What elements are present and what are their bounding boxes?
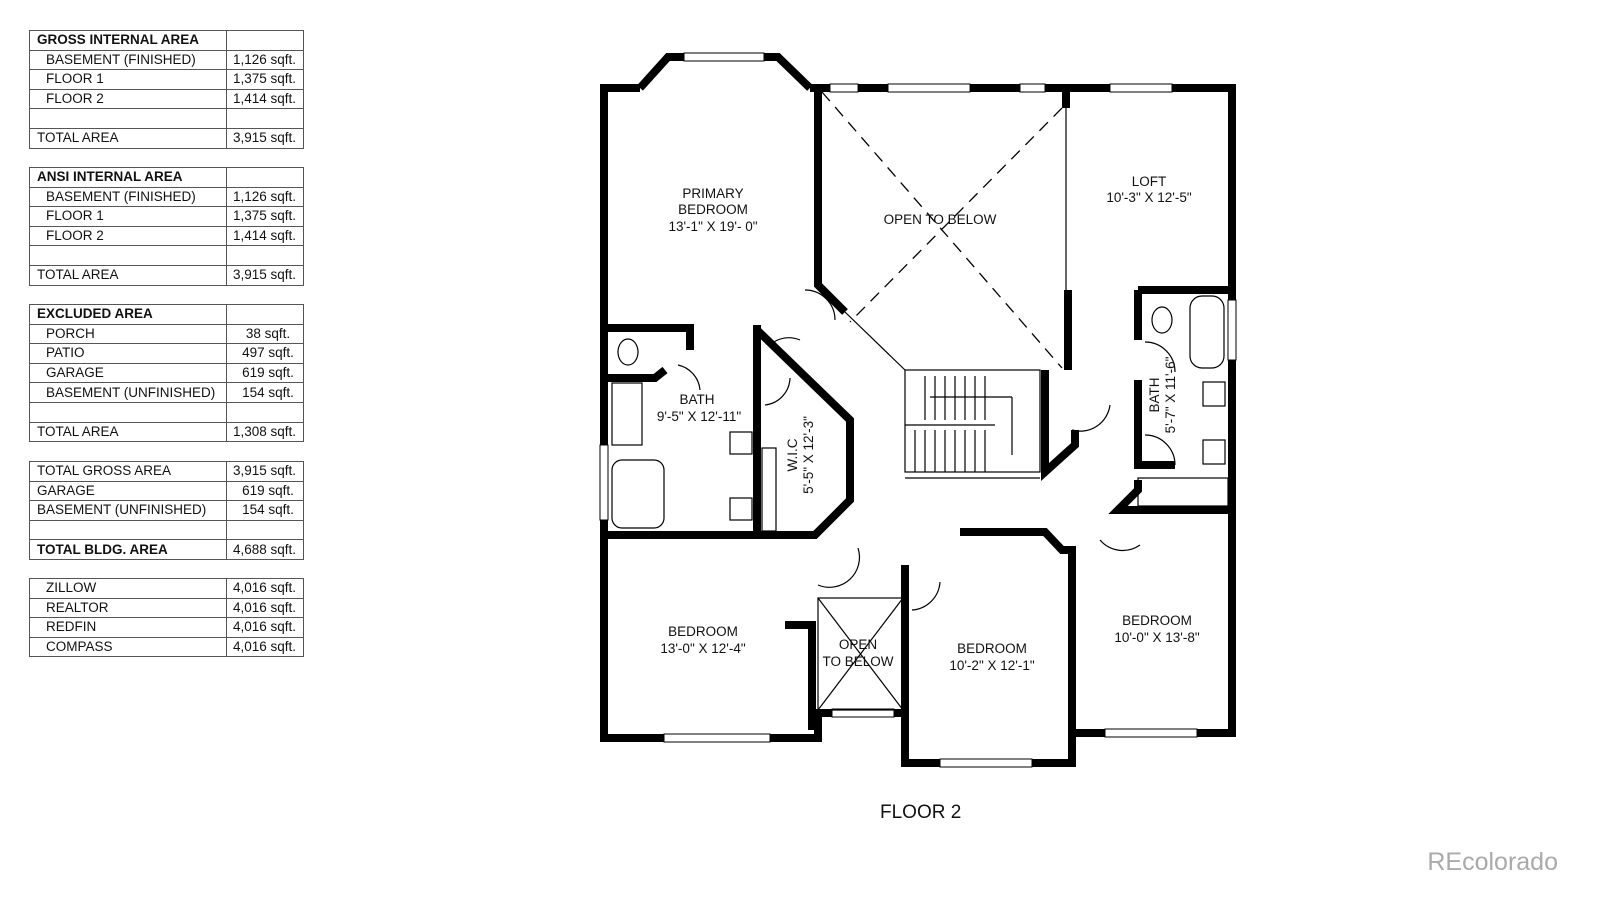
- gross-internal-area-table: GROSS INTERNAL AREA BASEMENT (FINISHED)1…: [29, 30, 304, 149]
- svg-text:BATH: BATH: [1147, 377, 1162, 412]
- windows: [599, 52, 1237, 768]
- svg-text:LOFT: LOFT: [1132, 174, 1167, 189]
- table-row: BASEMENT (FINISHED)1,126 sqft.: [29, 49, 304, 71]
- svg-text:TO BELOW: TO BELOW: [822, 654, 893, 669]
- room-hall-bath: BATH 5'-7" X 11'-6": [1147, 356, 1178, 433]
- floor-title: FLOOR 2: [880, 802, 962, 823]
- room-open-to-below: OPEN TO BELOW: [884, 212, 997, 227]
- room-wic: W.I.C 5'-5" X 12'-3": [785, 416, 816, 494]
- svg-text:BEDROOM: BEDROOM: [678, 202, 748, 217]
- stairs: [905, 376, 1013, 472]
- svg-text:BEDROOM: BEDROOM: [668, 624, 738, 639]
- room-open-to-below-small: OPEN TO BELOW: [822, 637, 893, 669]
- svg-text:W.I.C: W.I.C: [785, 438, 800, 471]
- table-title: ANSI INTERNAL AREA: [29, 167, 227, 188]
- interior-thin-lines: [611, 108, 1229, 711]
- room-bedroom-right: BEDROOM 10'-0" X 13'-8": [1114, 613, 1199, 645]
- svg-text:13'-1" X 19'- 0": 13'-1" X 19'- 0": [668, 219, 757, 234]
- ansi-internal-area-table: ANSI INTERNAL AREA BASEMENT (FINISHED)1,…: [29, 167, 304, 286]
- svg-text:10'-2" X 12'-1": 10'-2" X 12'-1": [949, 658, 1034, 673]
- svg-text:BEDROOM: BEDROOM: [1122, 613, 1192, 628]
- svg-text:5'-7" X 11'-6": 5'-7" X 11'-6": [1163, 356, 1178, 433]
- door-swings: [677, 289, 1176, 611]
- room-bedroom-middle: BEDROOM 10'-2" X 12'-1": [949, 641, 1034, 673]
- svg-text:5'-5" X 12'-3": 5'-5" X 12'-3": [801, 416, 816, 494]
- svg-text:PRIMARY: PRIMARY: [682, 186, 743, 201]
- room-primary-bath: BATH 9'-5" X 12'-11": [657, 392, 741, 424]
- svg-text:9'-5" X 12'-11": 9'-5" X 12'-11": [657, 409, 741, 424]
- svg-text:10'-0" X 13'-8": 10'-0" X 13'-8": [1114, 630, 1199, 645]
- svg-text:BEDROOM: BEDROOM: [957, 641, 1027, 656]
- svg-text:13'-0" X 12'-4": 13'-0" X 12'-4": [660, 641, 745, 656]
- svg-text:OPEN: OPEN: [839, 637, 877, 652]
- room-primary-bedroom: PRIMARY BEDROOM 13'-1" X 19'- 0": [668, 186, 757, 234]
- svg-text:10'-3" X 12'-5": 10'-3" X 12'-5": [1106, 190, 1191, 205]
- room-bedroom-left: BEDROOM 13'-0" X 12'-4": [660, 624, 745, 656]
- svg-text:BATH: BATH: [679, 392, 714, 407]
- room-loft: LOFT 10'-3" X 12'-5": [1106, 174, 1191, 205]
- interior-walls: [604, 88, 1232, 733]
- table-row: [29, 519, 304, 541]
- watermark-logo: REcolorado: [1427, 848, 1558, 876]
- open-to-below-dashed-x: [821, 91, 1063, 369]
